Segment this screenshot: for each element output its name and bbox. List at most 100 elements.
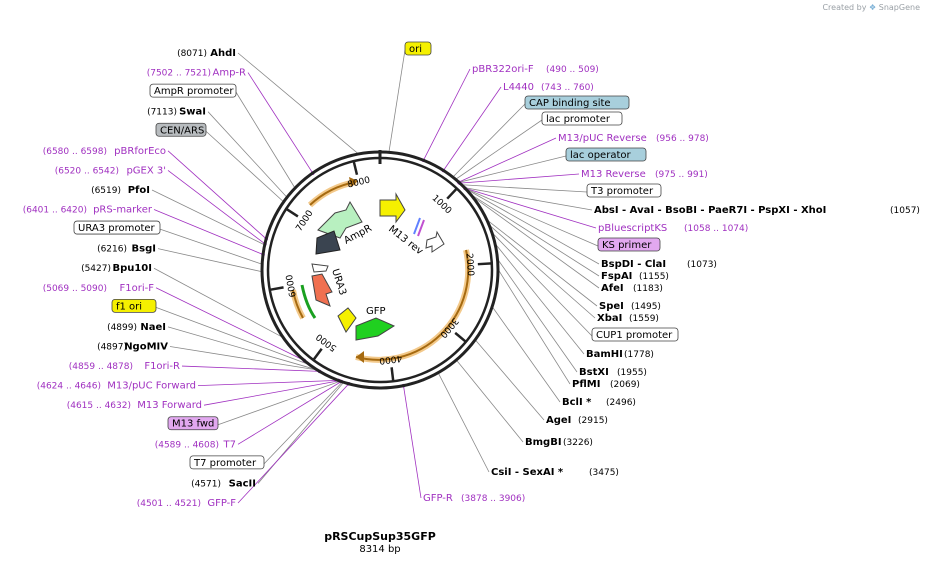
leader-swai <box>207 111 288 198</box>
leader-t3-promoter <box>461 184 588 193</box>
green-marker-line <box>300 284 317 319</box>
right-label-cap-binding-site[interactable]: CAP binding site <box>524 95 630 110</box>
left-label-ampr-promoter[interactable]: AmpR promoter <box>149 83 237 98</box>
left-label-f1-ori[interactable]: f1 ori <box>111 298 157 313</box>
left-label-bpu10i[interactable]: Bpu10I(5427) <box>81 263 152 274</box>
left-label-ura3-promoter[interactable]: URA3 promoter <box>73 220 161 235</box>
leader-pbluescriptks <box>464 187 597 229</box>
feature-name: GFP-F <box>207 498 236 509</box>
right-label-bamhi[interactable]: BamHI(1778) <box>586 349 654 360</box>
right-label-xbai[interactable]: XbaI(1559) <box>597 313 659 324</box>
right-label-cup1-promoter[interactable]: CUP1 promoter <box>591 327 679 342</box>
left-label-ahdi[interactable]: AhdI(8071) <box>177 48 236 59</box>
ori-feature-arrow <box>379 192 406 224</box>
tick-5000 <box>312 348 323 361</box>
right-label-lac-promoter[interactable]: lac promoter <box>541 111 623 126</box>
left-label-m13-fwd[interactable]: M13 fwd <box>167 416 219 431</box>
left-label-f1ori-f[interactable]: F1ori-F(5069 .. 5090) <box>43 283 155 294</box>
right-label-ori[interactable]: ori <box>404 41 432 56</box>
inner-labels: AmpR M13 rev URA3 GFP <box>329 223 425 317</box>
left-label-amp-r[interactable]: Amp-R(7502 .. 7521) <box>147 68 246 79</box>
left-label-t7[interactable]: T7(4589 .. 4608) <box>155 439 236 450</box>
left-label-pgex-3[interactable]: pGEX 3'(6520 .. 6542) <box>55 165 166 176</box>
leader-cen-ars <box>205 130 284 203</box>
feature-name: M13/pUC Reverse <box>558 133 647 144</box>
lac-feature-blue <box>413 217 421 235</box>
left-label-pbrforeco[interactable]: pBRforEco(6580 .. 6598) <box>43 146 166 157</box>
leader-sacii <box>257 382 344 484</box>
feature-position: (1057) <box>890 206 920 216</box>
left-label-ngomiv[interactable]: NgoMIV(4897) <box>97 341 168 352</box>
leader-f1-ori <box>155 306 310 366</box>
right-label-ks-primer[interactable]: KS primer <box>597 237 661 252</box>
cen-ars-feature <box>315 230 341 255</box>
feature-name: CsiI - SexAI * <box>491 467 564 478</box>
leader-cup1-promoter <box>491 232 593 337</box>
right-label-m13-reverse[interactable]: M13 Reverse(975 .. 991) <box>581 169 708 180</box>
feature-name: AgeI <box>546 415 571 426</box>
left-label-sacii[interactable]: SacII(4571) <box>191 478 256 489</box>
feature-position: (4589 .. 4608) <box>155 440 219 450</box>
feature-position: (1559) <box>629 314 659 324</box>
right-label-absi-avai-bsobi-paer7i-pspxi-xhoi[interactable]: AbsI - AvaI - BsoBI - PaeR7I - PspXI - X… <box>594 205 920 216</box>
right-label-bcli[interactable]: BclI *(2496) <box>562 397 636 408</box>
tick-label-7000: 7000 <box>295 209 316 234</box>
left-label-gfp-f[interactable]: GFP-F (4501 .. 4521) <box>137 498 237 509</box>
right-label-m13-puc-reverse[interactable]: M13/pUC Reverse(956 .. 978) <box>558 133 709 144</box>
left-label-m13-puc-forward[interactable]: M13/pUC Forward(4624 .. 4646) <box>37 381 196 392</box>
feature-name: PfoI <box>128 185 150 196</box>
left-label-cen-ars[interactable]: CEN/ARS <box>155 122 207 137</box>
right-label-pbr322ori-f[interactable]: pBR322ori-F(490 .. 509) <box>472 64 599 75</box>
feature-name: AhdI <box>210 48 236 59</box>
left-label-swai[interactable]: SwaI(7113) <box>147 107 206 118</box>
right-label-lac-operator[interactable]: lac operator <box>565 147 647 162</box>
left-label-t7-promoter[interactable]: T7 promoter <box>189 455 265 470</box>
feature-position: (4899) <box>107 323 137 333</box>
tick-2000 <box>477 262 492 266</box>
feature-position: (5427) <box>81 264 111 274</box>
right-label-gfp-r[interactable]: GFP-R(3878 .. 3906) <box>423 493 525 504</box>
leader-ori <box>388 49 406 153</box>
feature-position: (4501 .. 4521) <box>137 499 201 509</box>
left-label-f1ori-r[interactable]: F1ori-R(4859 .. 4878) <box>69 361 180 372</box>
leader-m13-fwd <box>217 380 341 426</box>
feature-box <box>73 220 161 235</box>
feature-position: (6519) <box>91 186 121 196</box>
feature-name: M13 fwd <box>172 419 214 430</box>
right-label-t3-promoter[interactable]: T3 promoter <box>586 183 662 198</box>
right-label-bstxi[interactable]: BstXI(1955) <box>579 367 647 378</box>
tick-label-6000: 6000 <box>285 273 299 298</box>
feature-name: GFP-R <box>423 493 453 504</box>
leader-xbai <box>488 224 596 319</box>
left-label-m13-forward[interactable]: M13 Forward(4615 .. 4632) <box>67 400 202 411</box>
left-label-bsgi[interactable]: BsgI(6216) <box>97 244 156 255</box>
inner-label-gfp: GFP <box>366 306 386 317</box>
left-label-naei[interactable]: NaeI(4899) <box>107 322 166 333</box>
right-label-fspai[interactable]: FspAI(1155) <box>601 271 669 282</box>
leader-lac-operator <box>458 155 567 183</box>
right-label-bspdi-clai[interactable]: BspDI - ClaI(1073) <box>601 259 717 270</box>
left-label-pfoi[interactable]: PfoI (6519) <box>91 185 150 196</box>
right-label-agei[interactable]: AgeI(2915) <box>546 415 608 426</box>
left-label-prs-marker[interactable]: pRS-marker(6401 .. 6420) <box>23 205 153 216</box>
feature-position: (1955) <box>617 368 647 378</box>
leader-pbrforeco <box>167 150 267 240</box>
feature-name: SacII <box>229 478 256 489</box>
feature-box <box>597 237 661 252</box>
right-label-pflmi[interactable]: PflMI(2069) <box>572 379 640 390</box>
right-label-csii-sexai[interactable]: CsiI - SexAI *(3475) <box>491 467 619 478</box>
leader-bmgbi <box>456 359 524 443</box>
right-label-l4440[interactable]: L4440(743 .. 760) <box>503 82 594 93</box>
feature-name: BsgI <box>132 244 156 255</box>
right-label-spei[interactable]: SpeI(1495) <box>599 301 661 312</box>
feature-name: PflMI <box>572 379 600 390</box>
ampr-feature-arrow <box>317 200 363 239</box>
inner-label-m13-rev: M13 rev <box>386 224 425 258</box>
feature-name: CUP1 promoter <box>596 330 673 341</box>
right-label-pbluescriptks[interactable]: pBluescriptKS(1058 .. 1074) <box>598 223 748 234</box>
orf-arrowhead-large <box>356 351 364 363</box>
snapgene-logo-icon: ❖ <box>869 3 877 12</box>
right-label-bmgbi[interactable]: BmgBI(3226) <box>525 437 593 448</box>
feature-box <box>591 327 679 342</box>
right-label-afei[interactable]: AfeI(1183) <box>601 283 663 294</box>
